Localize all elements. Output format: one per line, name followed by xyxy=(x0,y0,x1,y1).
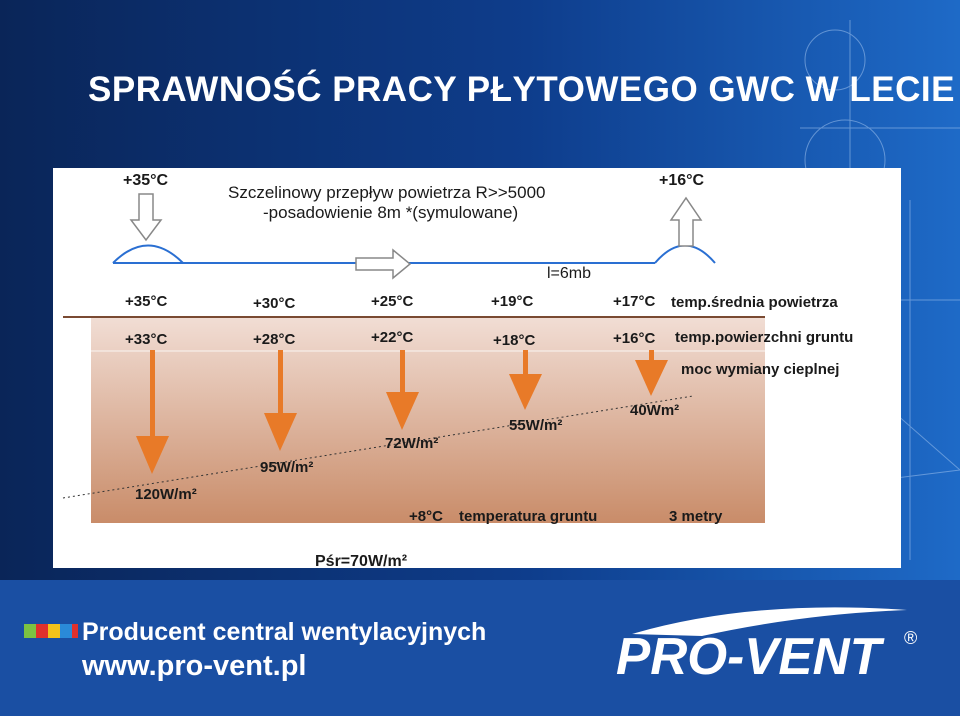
surface-temp-label: temp.powierzchni gruntu xyxy=(675,329,853,346)
inlet-temp: +35°C xyxy=(123,172,169,189)
average-power: Pśr=70W/m² xyxy=(315,553,407,568)
air-temp-3: +25°C xyxy=(371,293,413,310)
logo-text: PRO-VENT xyxy=(616,628,885,682)
surface-temp-2: +28°C xyxy=(253,331,295,348)
outlet-temp: +16°C xyxy=(659,172,705,189)
surface-temp-4: +18°C xyxy=(493,332,535,349)
air-temp-label: temp.średnia powietrza xyxy=(671,294,838,311)
diagram-svg: +35°C +16°C Szczelinowy przepływ powietr… xyxy=(53,168,901,568)
air-temp-2: +30°C xyxy=(253,295,295,312)
surface-temp-5: +16°C xyxy=(613,330,655,347)
surface-temp-1: +33°C xyxy=(125,331,167,348)
heat-value-1: 120W/m² xyxy=(135,486,197,503)
outlet-arrow xyxy=(671,198,701,246)
ground-temp: +8°C xyxy=(409,508,443,525)
footer-tagline: Producent central wentylacyjnych xyxy=(82,618,486,647)
registered-mark: ® xyxy=(904,628,917,648)
air-temp-5: +17°C xyxy=(613,293,655,310)
slide-title: SPRAWNOŚĆ PRACY PŁYTOWEGO GWC W LECIE xyxy=(88,70,955,110)
description-line2: -posadowienie 8m *(symulowane) xyxy=(263,203,518,222)
air-temp-1: +35°C xyxy=(125,293,167,310)
air-temp-4: +19°C xyxy=(491,293,533,310)
description-line1: Szczelinowy przepływ powietrza R>>5000 xyxy=(228,183,546,202)
surface-temp-3: +22°C xyxy=(371,329,413,346)
heat-exchange-label: moc wymiany cieplnej xyxy=(681,361,839,378)
inlet-dome xyxy=(113,246,183,264)
inlet-arrow xyxy=(131,194,161,240)
heat-value-5: 40Wm² xyxy=(630,402,679,419)
depth-label: 3 metry xyxy=(669,508,723,525)
heat-value-3: 72W/m² xyxy=(385,435,438,452)
outlet-dome xyxy=(655,246,715,264)
diagram-panel: +35°C +16°C Szczelinowy przepływ powietr… xyxy=(53,168,901,568)
length-label: l=6mb xyxy=(547,265,591,282)
heat-value-4: 55W/m² xyxy=(509,417,562,434)
footer-website[interactable]: www.pro-vent.pl xyxy=(82,650,306,683)
flow-arrow xyxy=(356,250,410,278)
heat-value-2: 95W/m² xyxy=(260,459,313,476)
ground-temp-label: temperatura gruntu xyxy=(459,508,597,525)
puzzle-logo-icon xyxy=(24,622,78,640)
pro-vent-logo: PRO-VENT ® xyxy=(612,604,932,682)
